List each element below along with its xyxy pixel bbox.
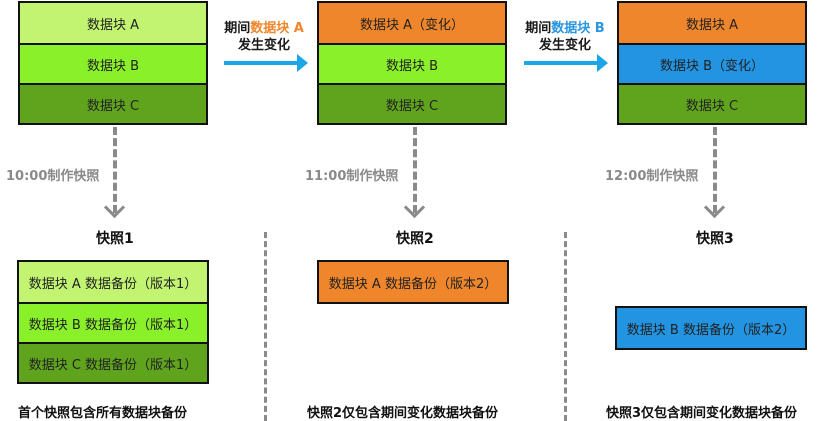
transition-2-arrow-icon [524,54,608,72]
snapshot-3-caption: 快照3仅包含期间变化数据块备份 [606,406,798,421]
state-3-stack: 数据块 A 数据块 B（变化） 数据块 C [617,1,807,125]
state-2-block-a: 数据块 A（变化） [319,3,505,43]
snapshot-2-backups: 数据块 A 数据备份（版本2） [317,260,509,304]
transition-2-line2: 发生变化 [538,38,591,53]
transition-1-prefix: 期间 [224,21,251,36]
snapshot-2-caption: 快照2仅包含期间变化数据块备份 [307,406,499,421]
transition-2-highlight: 数据块 B [551,21,605,36]
transition-1-arrow-icon [224,54,308,72]
snapshot-3-arrowhead-icon [703,196,726,219]
snapshot-2-dashed-line [413,127,417,213]
snapshot-1-backup-a: 数据块 A 数据备份（版本1） [19,262,207,302]
snapshot-3-backup-b: 数据块 B 数据备份（版本2） [617,308,805,348]
state-2-block-b: 数据块 B [319,43,505,83]
transition-2-prefix: 期间 [525,21,552,36]
state-2-stack: 数据块 A（变化） 数据块 B 数据块 C [317,1,507,125]
snapshot-2-backup-a: 数据块 A 数据备份（版本2） [319,262,507,302]
separator-1 [264,232,267,421]
snapshot-3-dashed-line [713,127,717,213]
snapshot-3-time: 12:00制作快照 [605,169,699,184]
state-1-stack: 数据块 A 数据块 B 数据块 C [18,1,208,125]
snapshot-3-title: 快照3 [696,231,734,247]
snapshot-1-title: 快照1 [96,231,134,247]
separator-2 [564,232,567,421]
state-2-block-c: 数据块 C [319,83,505,123]
snapshot-1-backup-c: 数据块 C 数据备份（版本1） [19,342,207,382]
state-1-block-a: 数据块 A [20,3,206,43]
snapshot-2-title: 快照2 [396,231,434,247]
snapshot-1-dashed-line [113,127,117,213]
snapshot-1-time: 10:00制作快照 [6,169,100,184]
snapshot-1-caption: 首个快照包含所有数据块备份 [18,406,188,421]
state-3-block-b: 数据块 B（变化） [619,43,805,83]
snapshot-1-backup-b: 数据块 B 数据备份（版本1） [19,302,207,342]
state-3-block-a: 数据块 A [619,3,805,43]
snapshot-2-arrowhead-icon [403,196,426,219]
snapshot-3-backups: 数据块 B 数据备份（版本2） [615,306,807,350]
transition-1-highlight: 数据块 A [250,21,304,36]
state-3-block-c: 数据块 C [619,83,805,123]
state-1-block-b: 数据块 B [20,43,206,83]
snapshot-1-backups: 数据块 A 数据备份（版本1） 数据块 B 数据备份（版本1） 数据块 C 数据… [17,260,209,384]
transition-1-line2: 发生变化 [237,38,290,53]
transition-2-label: 期间数据块 B 发生变化 [517,20,613,54]
transition-1-label: 期间数据块 A 发生变化 [216,20,312,54]
snapshot-2-time: 11:00制作快照 [305,169,399,184]
state-1-block-c: 数据块 C [20,83,206,123]
snapshot-1-arrowhead-icon [103,196,126,219]
